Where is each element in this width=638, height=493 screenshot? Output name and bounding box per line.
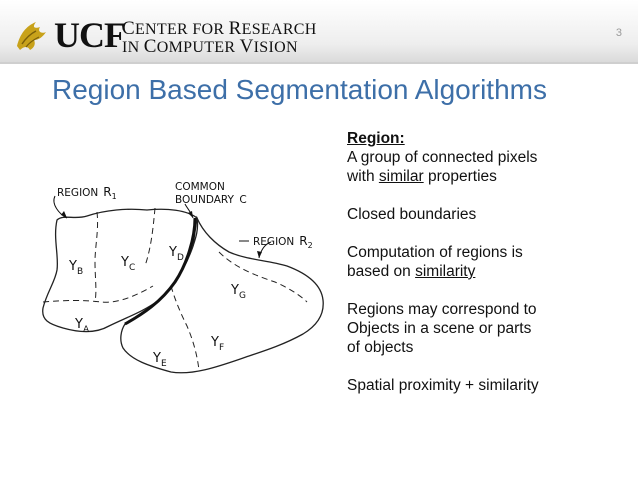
region-label-b: YB xyxy=(68,259,83,277)
region-label-e: YE xyxy=(152,351,167,369)
point-closed-boundaries: Closed boundaries xyxy=(347,205,539,224)
region-heading: Region: xyxy=(347,129,539,148)
slide-title: Region Based Segmentation Algorithms xyxy=(52,74,547,106)
ucf-logo-text: UCF xyxy=(54,16,125,54)
org-name-line2: IN COMPUTER VISION xyxy=(122,36,298,58)
region-label-d: YD xyxy=(168,245,184,263)
pegasus-logo-icon xyxy=(12,16,50,54)
region-r1-outline xyxy=(43,209,198,331)
header-divider xyxy=(0,62,638,64)
region-label-f: YF xyxy=(210,335,224,353)
label-common: COMMON xyxy=(175,181,225,193)
region-label-c: YC xyxy=(120,255,135,273)
region-label-g: YG xyxy=(230,283,246,301)
region-label-a: YA xyxy=(74,317,90,335)
page-number: 3 xyxy=(616,27,622,39)
point-spatial-proximity: Spatial proximity + similarity xyxy=(347,376,539,395)
common-boundary-c xyxy=(125,218,195,324)
